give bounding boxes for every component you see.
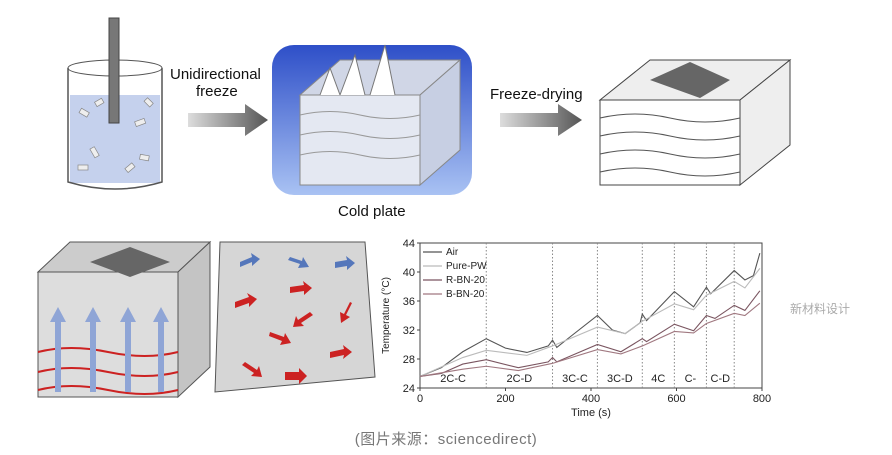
- series-line-r-bn-20: [419, 290, 761, 377]
- y-axis-label: Temperature (°C): [381, 277, 392, 354]
- y-tick-label: 40: [403, 267, 415, 279]
- temperature-chart: 2C-C 2C-D 3C-C 3C-D 4C C- C-D 0 200 400 600 800 24 28…: [381, 238, 771, 419]
- y-tick-label: 24: [403, 383, 415, 395]
- thermal-pathway-illustration: [36, 240, 376, 399]
- y-tick-label: 36: [403, 296, 415, 308]
- heat-conduction-block: [36, 240, 212, 399]
- series-line-pure-pw: [419, 268, 761, 377]
- x-tick-label: 200: [496, 393, 514, 405]
- y-tick-label: 32: [403, 325, 415, 337]
- step-unidirectional-freeze-label: Unidirectional freeze: [170, 66, 261, 100]
- phase-label: 4C: [651, 373, 665, 385]
- x-axis-label: Time (s): [571, 407, 611, 419]
- figure-caption: (图片来源：sciencedirect): [354, 431, 538, 448]
- random-filler-block: [214, 241, 376, 393]
- series-line-b-bn-20: [419, 302, 761, 377]
- x-tick-label: 800: [753, 393, 771, 405]
- legend-label: Pure-PW: [446, 261, 487, 272]
- phase-label: C-D: [711, 373, 731, 385]
- phase-label: 2C-C: [440, 373, 466, 385]
- label-line: Unidirectional: [170, 66, 261, 83]
- cold-plate-label: Cold plate: [338, 203, 406, 220]
- legend-label: B-BN-20: [446, 289, 485, 300]
- arrow-right-icon: [500, 104, 582, 136]
- phase-label: 3C-D: [607, 373, 633, 385]
- y-tick-label: 28: [403, 354, 415, 366]
- legend-label: R-BN-20: [446, 275, 485, 286]
- arrow-right-icon: [188, 104, 268, 136]
- label-line: freeze: [196, 83, 238, 100]
- legend-label: Air: [446, 247, 459, 258]
- cold-plate-freezing-block: [272, 44, 472, 195]
- x-tick-label: 400: [582, 393, 600, 405]
- step-freeze-drying-label: Freeze-drying: [490, 86, 583, 103]
- watermark: 新材料设计: [790, 302, 851, 316]
- phase-label: C-: [685, 373, 697, 385]
- x-tick-label: 0: [417, 393, 423, 405]
- aerogel-structure: [598, 58, 792, 187]
- beaker-with-ultrasonic-probe: [67, 17, 163, 190]
- phase-label: 2C-D: [507, 373, 533, 385]
- x-tick-label: 600: [667, 393, 685, 405]
- y-tick-label: 44: [403, 238, 415, 250]
- process-illustration: [67, 17, 792, 195]
- phase-label: 3C-C: [562, 373, 588, 385]
